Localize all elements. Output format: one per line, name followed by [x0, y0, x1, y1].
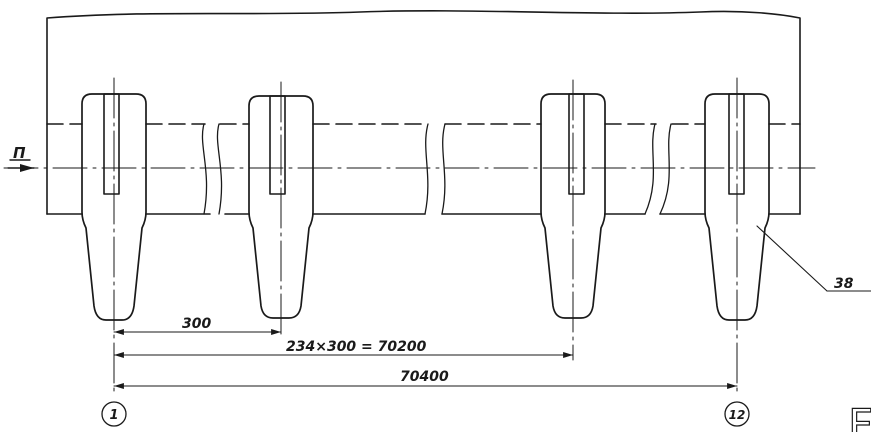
dimension-overall-label: 70400 — [400, 369, 449, 385]
dimension-overall: 70400 — [113, 369, 738, 389]
item-callout: 38 — [756, 225, 871, 292]
dimension-middle: 234×300 = 70200 — [113, 339, 574, 358]
axis-mark-first-label: 1 — [109, 408, 118, 423]
tooth-axis-lines — [113, 77, 738, 397]
dimension-middle-label: 234×300 = 70200 — [286, 339, 427, 355]
dimension-pitch-label: 300 — [182, 316, 211, 332]
tooth-1 — [81, 93, 147, 321]
axis-mark-first: 1 — [101, 401, 127, 427]
section-marker-label: П — [13, 144, 26, 162]
tooth-3 — [540, 93, 606, 319]
partial-letter: F — [848, 400, 871, 432]
axis-mark-last: 12 — [724, 401, 750, 427]
tooth-2 — [248, 95, 314, 319]
axis-mark-last-label: 12 — [729, 408, 746, 422]
break-lines — [201, 123, 672, 215]
frame-outline — [46, 10, 801, 215]
item-callout-label: 38 — [834, 276, 854, 292]
section-marker: П — [7, 144, 35, 172]
dimension-pitch: 300 — [113, 316, 282, 335]
